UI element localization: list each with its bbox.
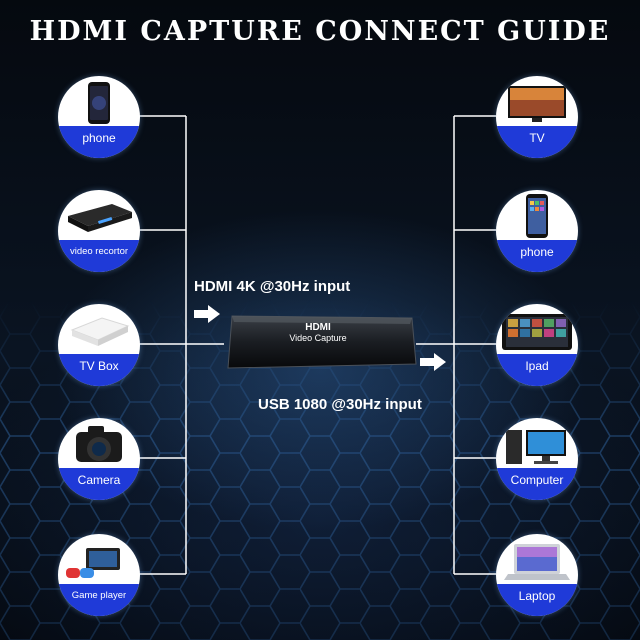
output-ipad: Ipad bbox=[496, 304, 578, 386]
source-label: video recortor bbox=[58, 240, 140, 272]
output-label: Laptop bbox=[496, 584, 578, 616]
input-label: HDMI 4K @30Hz input bbox=[194, 278, 351, 295]
output-laptop: Laptop bbox=[496, 534, 578, 616]
smartphone-icon bbox=[496, 190, 578, 242]
output-label-usb: USB 1080 @30Hz input bbox=[258, 396, 422, 413]
page-title: HDMI CAPTURE CONNECT GUIDE bbox=[29, 16, 611, 47]
camera-icon bbox=[58, 418, 140, 470]
output-label: TV bbox=[496, 126, 578, 158]
output-computer: Computer bbox=[496, 418, 578, 500]
device-logo: HDMI bbox=[305, 322, 331, 333]
game-console-icon bbox=[58, 534, 140, 586]
source-tv-box: TV Box bbox=[58, 304, 140, 386]
output-label: Ipad bbox=[496, 354, 578, 386]
output-label: Computer bbox=[496, 468, 578, 500]
source-phone: phone bbox=[58, 76, 140, 158]
tv-icon bbox=[496, 76, 578, 128]
laptop-icon bbox=[496, 534, 578, 586]
smartphone-icon bbox=[58, 76, 140, 128]
source-label: TV Box bbox=[58, 354, 140, 386]
hdmi-capture-device: HDMI Video Capture bbox=[227, 315, 417, 369]
source-video-recorder: video recortor bbox=[58, 190, 140, 272]
output-arrow-icon bbox=[420, 353, 446, 371]
tv-box-icon bbox=[58, 304, 140, 356]
output-tv: TV bbox=[496, 76, 578, 158]
output-label: phone bbox=[496, 240, 578, 272]
input-arrow-icon bbox=[194, 305, 220, 323]
source-label: Camera bbox=[58, 468, 140, 500]
desktop-computer-icon bbox=[496, 418, 578, 470]
dvd-player-icon bbox=[58, 190, 140, 242]
device-name: Video Capture bbox=[289, 333, 346, 343]
source-label: phone bbox=[58, 126, 140, 158]
tablet-icon bbox=[496, 304, 578, 356]
source-camera: Camera bbox=[58, 418, 140, 500]
source-game-player: Game player bbox=[58, 534, 140, 616]
output-phone: phone bbox=[496, 190, 578, 272]
source-label: Game player bbox=[58, 584, 140, 616]
